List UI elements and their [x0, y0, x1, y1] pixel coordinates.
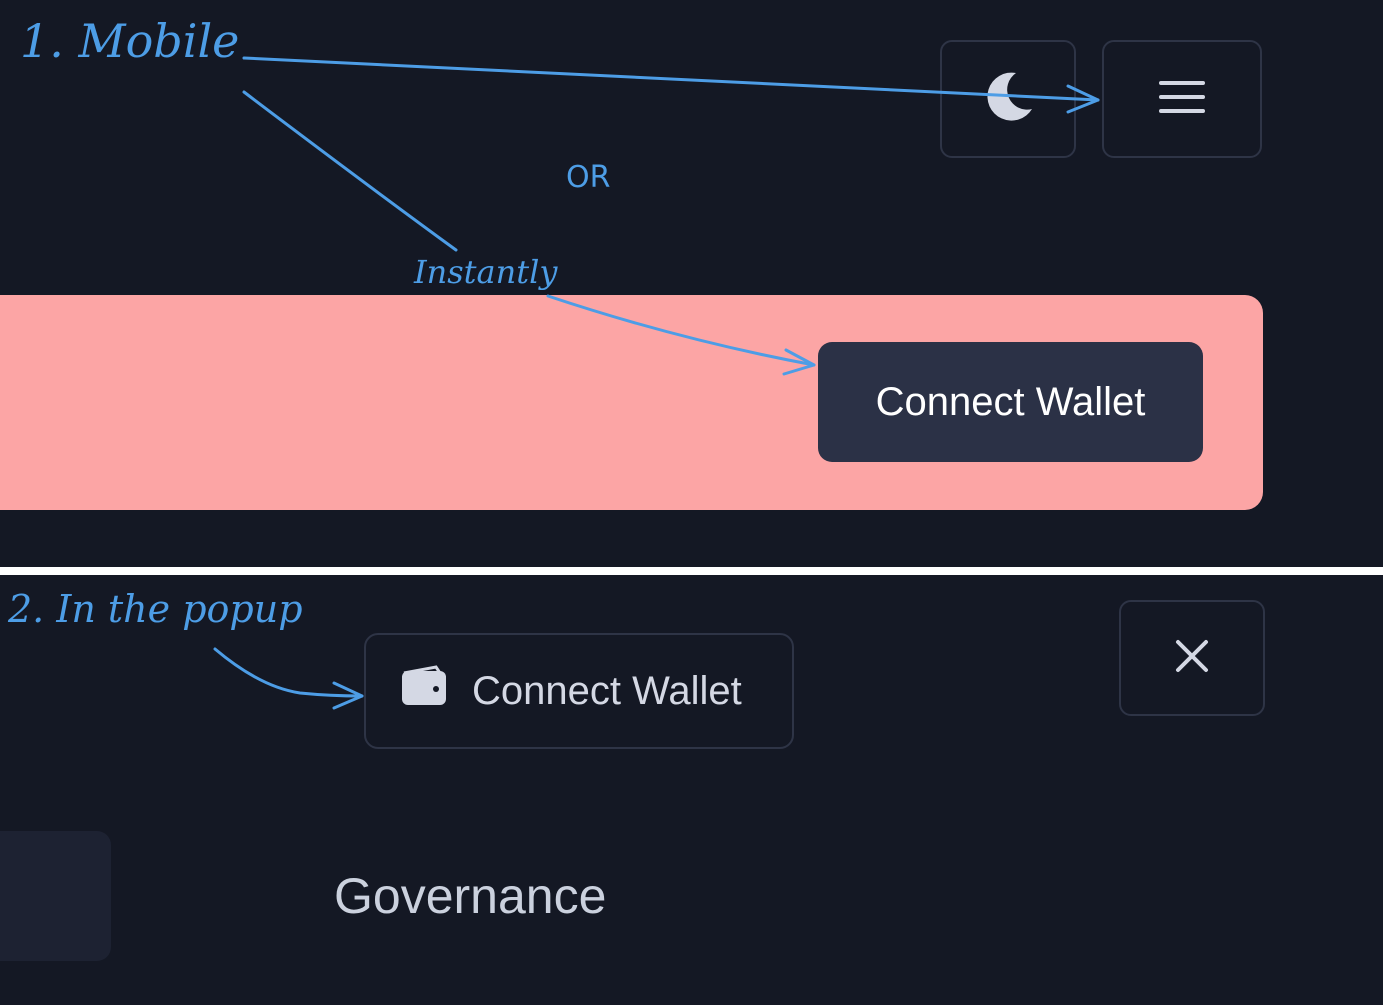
theme-toggle-button[interactable] — [940, 40, 1076, 158]
annotation-or: OR — [566, 160, 611, 195]
popup-panel: 2. In the popup Connect Wallet Governanc… — [0, 575, 1383, 1005]
nav-item-governance[interactable]: Governance — [334, 868, 607, 924]
popup-connect-wallet-button[interactable]: Connect Wallet — [364, 633, 794, 749]
close-button[interactable] — [1119, 600, 1265, 716]
hamburger-menu-icon — [1157, 79, 1207, 119]
warning-banner: Connect Wallet — [0, 295, 1263, 510]
menu-button[interactable] — [1102, 40, 1262, 158]
moon-icon — [978, 67, 1038, 131]
section-divider — [0, 567, 1383, 575]
close-icon — [1174, 638, 1210, 678]
annotation-step1: 1. Mobile — [20, 14, 240, 68]
mobile-header-panel: Connect Wallet 1. Mobile OR Instantly — [0, 14, 1263, 510]
connect-wallet-button[interactable]: Connect Wallet — [818, 342, 1203, 462]
popup-connect-label: Connect Wallet — [472, 668, 742, 713]
annotation-instantly: Instantly — [414, 253, 558, 291]
side-card — [0, 831, 111, 961]
annotation-step2: 2. In the popup — [8, 587, 303, 631]
wallet-icon — [400, 665, 448, 717]
